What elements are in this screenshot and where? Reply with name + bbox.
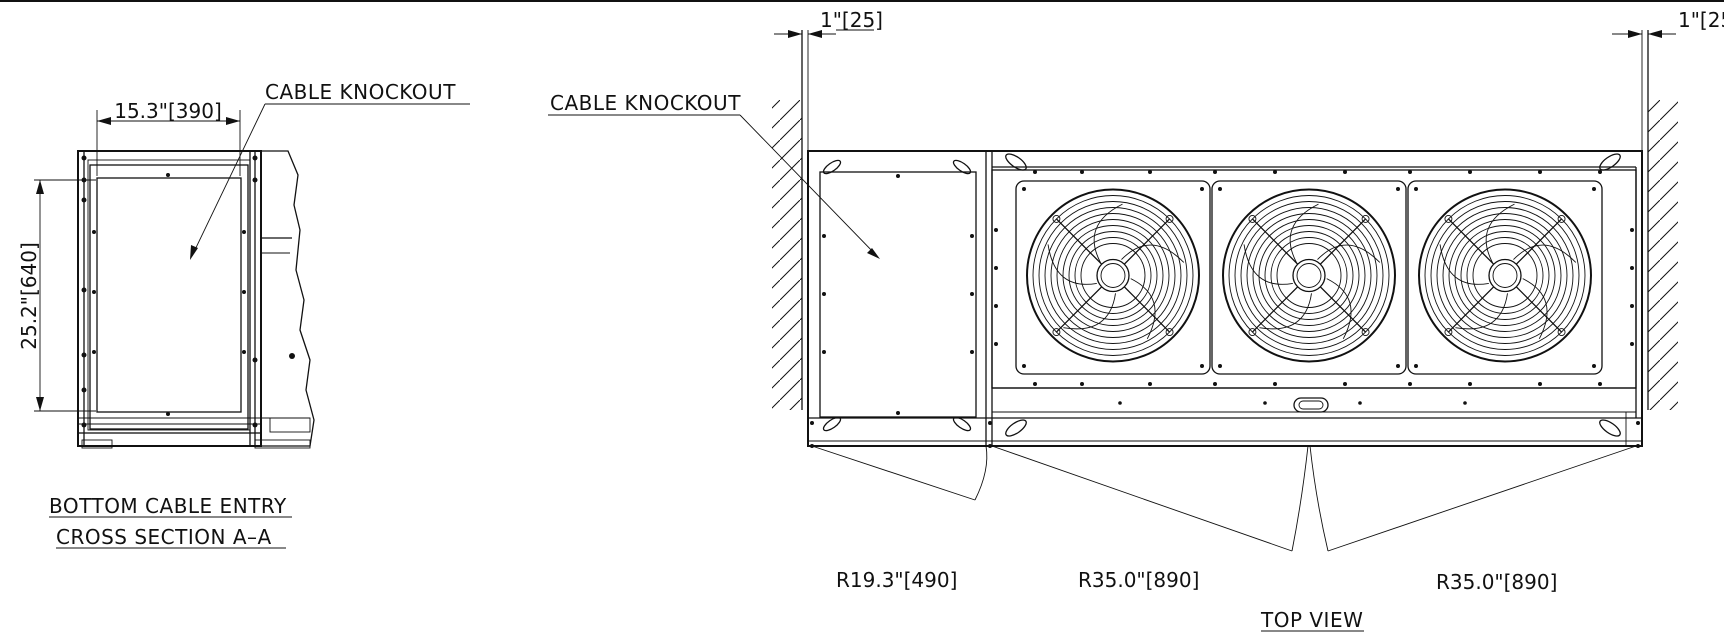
left-clearance-dimension: 1"[25] — [774, 8, 883, 152]
section-outer-frame — [77, 150, 262, 447]
unit-outline — [807, 150, 1643, 447]
section-knockout-callout: CABLE KNOCKOUT — [190, 80, 470, 260]
section-bolts — [81, 155, 295, 428]
right-clearance-label: 1"[25 — [1678, 8, 1724, 32]
radius-small-label: R19.3"[490] — [836, 568, 957, 592]
section-title-line1: BOTTOM CABLE ENTRY — [49, 494, 287, 518]
cross-section-view: 15.3"[390] 25.2"[640] CABLE KNOCKOUT BOT… — [17, 80, 470, 549]
top-view: 1"[25] 1"[25 — [548, 8, 1724, 632]
mounting-lugs — [822, 153, 1621, 437]
drain-slot — [1293, 397, 1329, 413]
section-height-label: 25.2"[640] — [17, 242, 41, 350]
section-title-line2: CROSS SECTION A–A — [56, 525, 272, 549]
radius-mid-label: R35.0"[890] — [1078, 568, 1199, 592]
swing-radius-lines — [811, 445, 1637, 552]
left-wall-hatch — [772, 100, 802, 410]
fan-module — [1407, 180, 1603, 375]
section-height-dimension: 25.2"[640] — [17, 179, 96, 412]
fan-module — [1015, 180, 1211, 375]
section-width-label: 15.3"[390] — [114, 99, 222, 123]
fan-group — [994, 170, 1634, 405]
right-wall-hatch — [1648, 100, 1678, 410]
top-knockout-callout: CABLE KNOCKOUT — [548, 91, 880, 259]
top-view-title: TOP VIEW — [1260, 608, 1363, 632]
knockout-plate — [96, 177, 242, 413]
top-knockout-label: CABLE KNOCKOUT — [550, 91, 741, 115]
section-width-dimension: 15.3"[390] — [96, 99, 241, 176]
left-clearance-label: 1"[25] — [820, 8, 883, 32]
section-knockout-label: CABLE KNOCKOUT — [265, 80, 456, 104]
radius-right-label: R35.0"[890] — [1436, 570, 1557, 594]
fan-module — [1211, 180, 1407, 375]
right-clearance-dimension: 1"[25 — [1612, 8, 1724, 152]
knockout-panel-screws — [822, 174, 974, 415]
knockout-panel — [819, 171, 977, 418]
section-inner-frame — [89, 164, 249, 430]
